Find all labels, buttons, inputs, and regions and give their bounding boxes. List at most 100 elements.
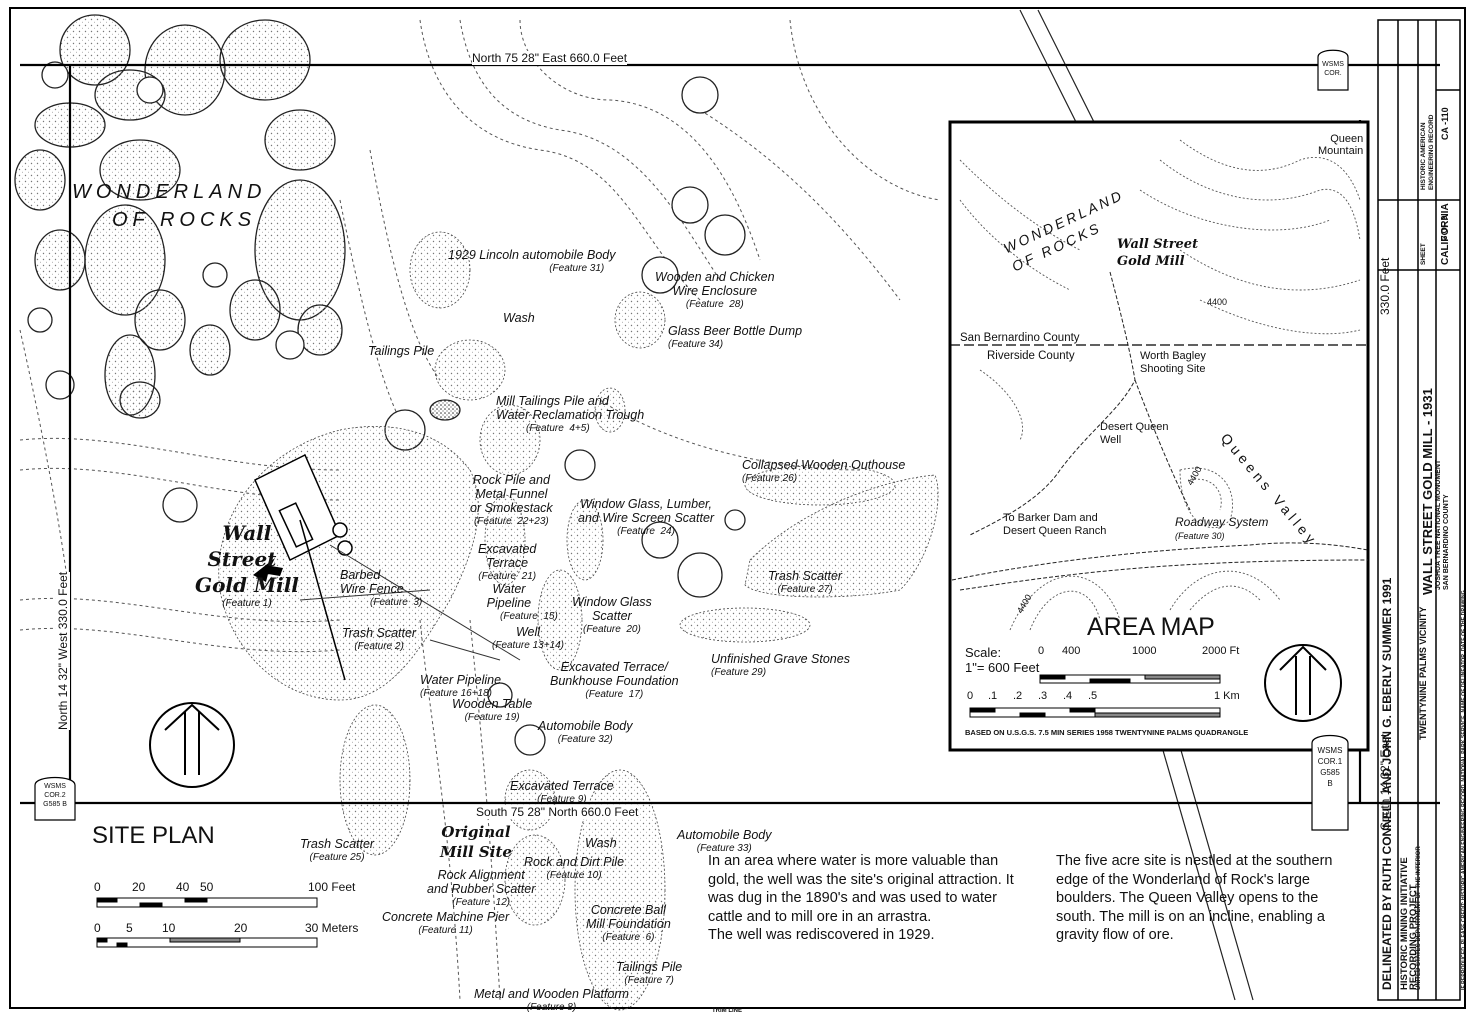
title-sheet-label: SHEET [1420, 243, 1427, 265]
mill-label-line: Wall [222, 521, 272, 545]
feature-label: Trash Scatter(Feature 2) [342, 626, 417, 652]
mill-label-line: Gold Mill [195, 573, 299, 597]
title-monument: JOSHUA TREE NATIONAL MONUMENT [1435, 459, 1442, 590]
area-scale-label: Scale: [965, 645, 1002, 660]
monument-line: WSMS [1317, 746, 1343, 755]
title-block-frame [1377, 19, 1461, 1001]
area-km-tick: .4 [1063, 690, 1073, 702]
area-ft-tick: 2000 Ft [1202, 645, 1240, 657]
meter-tick-label: 30 Meters [305, 921, 359, 935]
pipelines [299, 544, 521, 661]
feature-label: Excavated Terrace(Feature 9) [510, 779, 614, 805]
feature-label: Well(Feature 13+14) [492, 625, 564, 651]
monument-line: WSMS [44, 783, 66, 790]
monument-line: G585 [1320, 768, 1340, 777]
area-county-label: San Bernardino County [960, 332, 1080, 344]
road [1019, 9, 1254, 1001]
original-mill-site-line: Mill Site [440, 843, 512, 861]
area-scale-ratio: 1"= 600 Feet [965, 660, 1040, 675]
feature-label: Automobile Body(Feature 33) [677, 828, 772, 854]
feature-label: Window Glass, Lumber, and Wire Screen Sc… [578, 497, 715, 537]
meter-tick-label: 20 [234, 921, 248, 935]
area-km-tick: 1 Km [1214, 690, 1240, 702]
region-title-line: OF ROCKS [112, 209, 257, 231]
feature-label: 1929 Lincoln automobile Body(Feature 31) [448, 248, 616, 274]
feet-tick-label: 0 [94, 880, 101, 894]
monument-line: WSMS [1322, 61, 1344, 68]
title-record: HISTORIC AMERICAN ENGINEERING RECORD [1420, 114, 1435, 190]
area-ft-tick: 1000 [1132, 645, 1157, 657]
site-plan-title: SITE PLAN [92, 822, 215, 849]
area-site-label: To Barker Dam and Desert Queen Ranch [1003, 512, 1107, 537]
title-county: SAN BERNARDINO COUNTY [1443, 494, 1450, 590]
region-title-line: WONDERLAND [72, 181, 267, 203]
title-location: TWENTYNINE PALMS VICINITY [1418, 606, 1428, 740]
area-road-feature: (Feature 30) [1175, 531, 1225, 541]
meter-tick-label: 0 [94, 921, 101, 935]
monument-line: COR. [1324, 70, 1342, 77]
area-km-tick: .5 [1088, 690, 1098, 702]
feature-label: Tailings Pile(Feature 7) [616, 960, 683, 986]
area-contour-label: 4400 [1207, 297, 1228, 307]
feature-label: Tailings Pile [368, 344, 435, 358]
feature-label: Rock Alignment and Rubber Scatter(Featur… [427, 868, 536, 908]
title-delineator: DELINEATED BY RUTH CONNELL AND JOHN G. E… [1380, 577, 1394, 990]
area-km-tick: .1 [988, 690, 998, 702]
north-boundary-label: North 75 28" East 660.0 Feet [472, 51, 628, 65]
monument-line: COR.2 [44, 792, 66, 799]
feature-label: Collapsed Wooden Outhouse(Feature 26) [742, 458, 906, 484]
meter-tick-label: 5 [126, 921, 133, 935]
area-scale-bars [969, 674, 1221, 718]
area-site-label: Worth Bagley Shooting Site [1140, 350, 1206, 375]
feature-label: Rock and Dirt Pile(Feature 10) [524, 855, 625, 881]
west-boundary-label: North 14 32" West 330.0 Feet [56, 571, 70, 730]
mill-arrow-icon [253, 558, 283, 582]
feature-label: Rock Pile and Metal Funnel or Smokestack… [470, 473, 553, 527]
feature-label: Barbed Wire Fence(Feature 3) [340, 568, 423, 608]
boulders [14, 14, 461, 421]
feature-label: Water Pipeline(Feature 16+18) [420, 673, 502, 699]
area-km-tick: .2 [1013, 690, 1023, 702]
site-note: The five acre site is nestled at the sou… [1056, 853, 1333, 943]
area-map-contours [959, 139, 1361, 631]
feature-label: Trash Scatter(Feature 27) [768, 569, 843, 595]
title-record-no: CA -110 [1440, 107, 1450, 140]
feature-label: Unfinished Grave Stones(Feature 29) [711, 652, 850, 678]
area-site-label: Desert Queen Well [1100, 421, 1169, 446]
feature-label: Concrete Ball Mill Foundation(Feature 6) [586, 903, 671, 943]
feature-label: Trash Scatter(Feature 25) [300, 837, 375, 863]
east-boundary-label-top: 330.0 Feet [1378, 257, 1392, 315]
area-label: Queen Mountain [1318, 133, 1364, 157]
monument-line: B [1327, 779, 1333, 788]
area-km-tick: 0 [967, 690, 974, 702]
area-ft-tick: 400 [1062, 645, 1081, 657]
mill-label: Wall Street Gold Mill (Feature 1) [195, 520, 299, 610]
feature-label: Automobile Body(Feature 32) [538, 719, 633, 745]
area-ft-tick: 0 [1038, 645, 1045, 657]
feature-label: Glass Beer Bottle Dump(Feature 34) [668, 324, 803, 350]
mill-building [254, 453, 353, 681]
feature-label: Metal and Wooden Platform(Feature 8) [474, 987, 629, 1013]
title-sheet: 3 of 9 [1440, 215, 1449, 240]
well-note: In an area where water is more valuable … [708, 853, 1014, 943]
monument-ne: WSMS COR. [1319, 60, 1347, 78]
original-mill-site-label: Original Mill Site [440, 822, 512, 862]
site-scale-bars [96, 897, 318, 948]
feature-label: Excavated Terrace/ Bunkhouse Foundation(… [550, 660, 679, 700]
trim-line-label: TRIM LINE [712, 1008, 742, 1014]
area-mill-label: Wall Street Gold Mill [1117, 237, 1199, 269]
title-agency: UNITED STATES DEPARTMENT OF THE INTERIOR [1416, 846, 1422, 990]
feature-label: Window Glass Scatter(Feature 20) [572, 595, 652, 635]
monument-line: G585 B [43, 801, 67, 808]
mill-label-line: Street [207, 547, 277, 571]
area-map-title: AREA MAP [1087, 613, 1215, 641]
meter-tick-label: 10 [162, 921, 176, 935]
area-road-name: Roadway System [1175, 515, 1269, 529]
feature-label: Mill Tailings Pile and Water Reclamation… [496, 394, 645, 434]
survey-monuments [34, 49, 1349, 831]
title-credit: IF REPRODUCED, PLEASE CREDIT: HISTORIC A… [1461, 590, 1467, 990]
feature-label: Concrete Machine Pier(Feature 11) [382, 910, 510, 936]
